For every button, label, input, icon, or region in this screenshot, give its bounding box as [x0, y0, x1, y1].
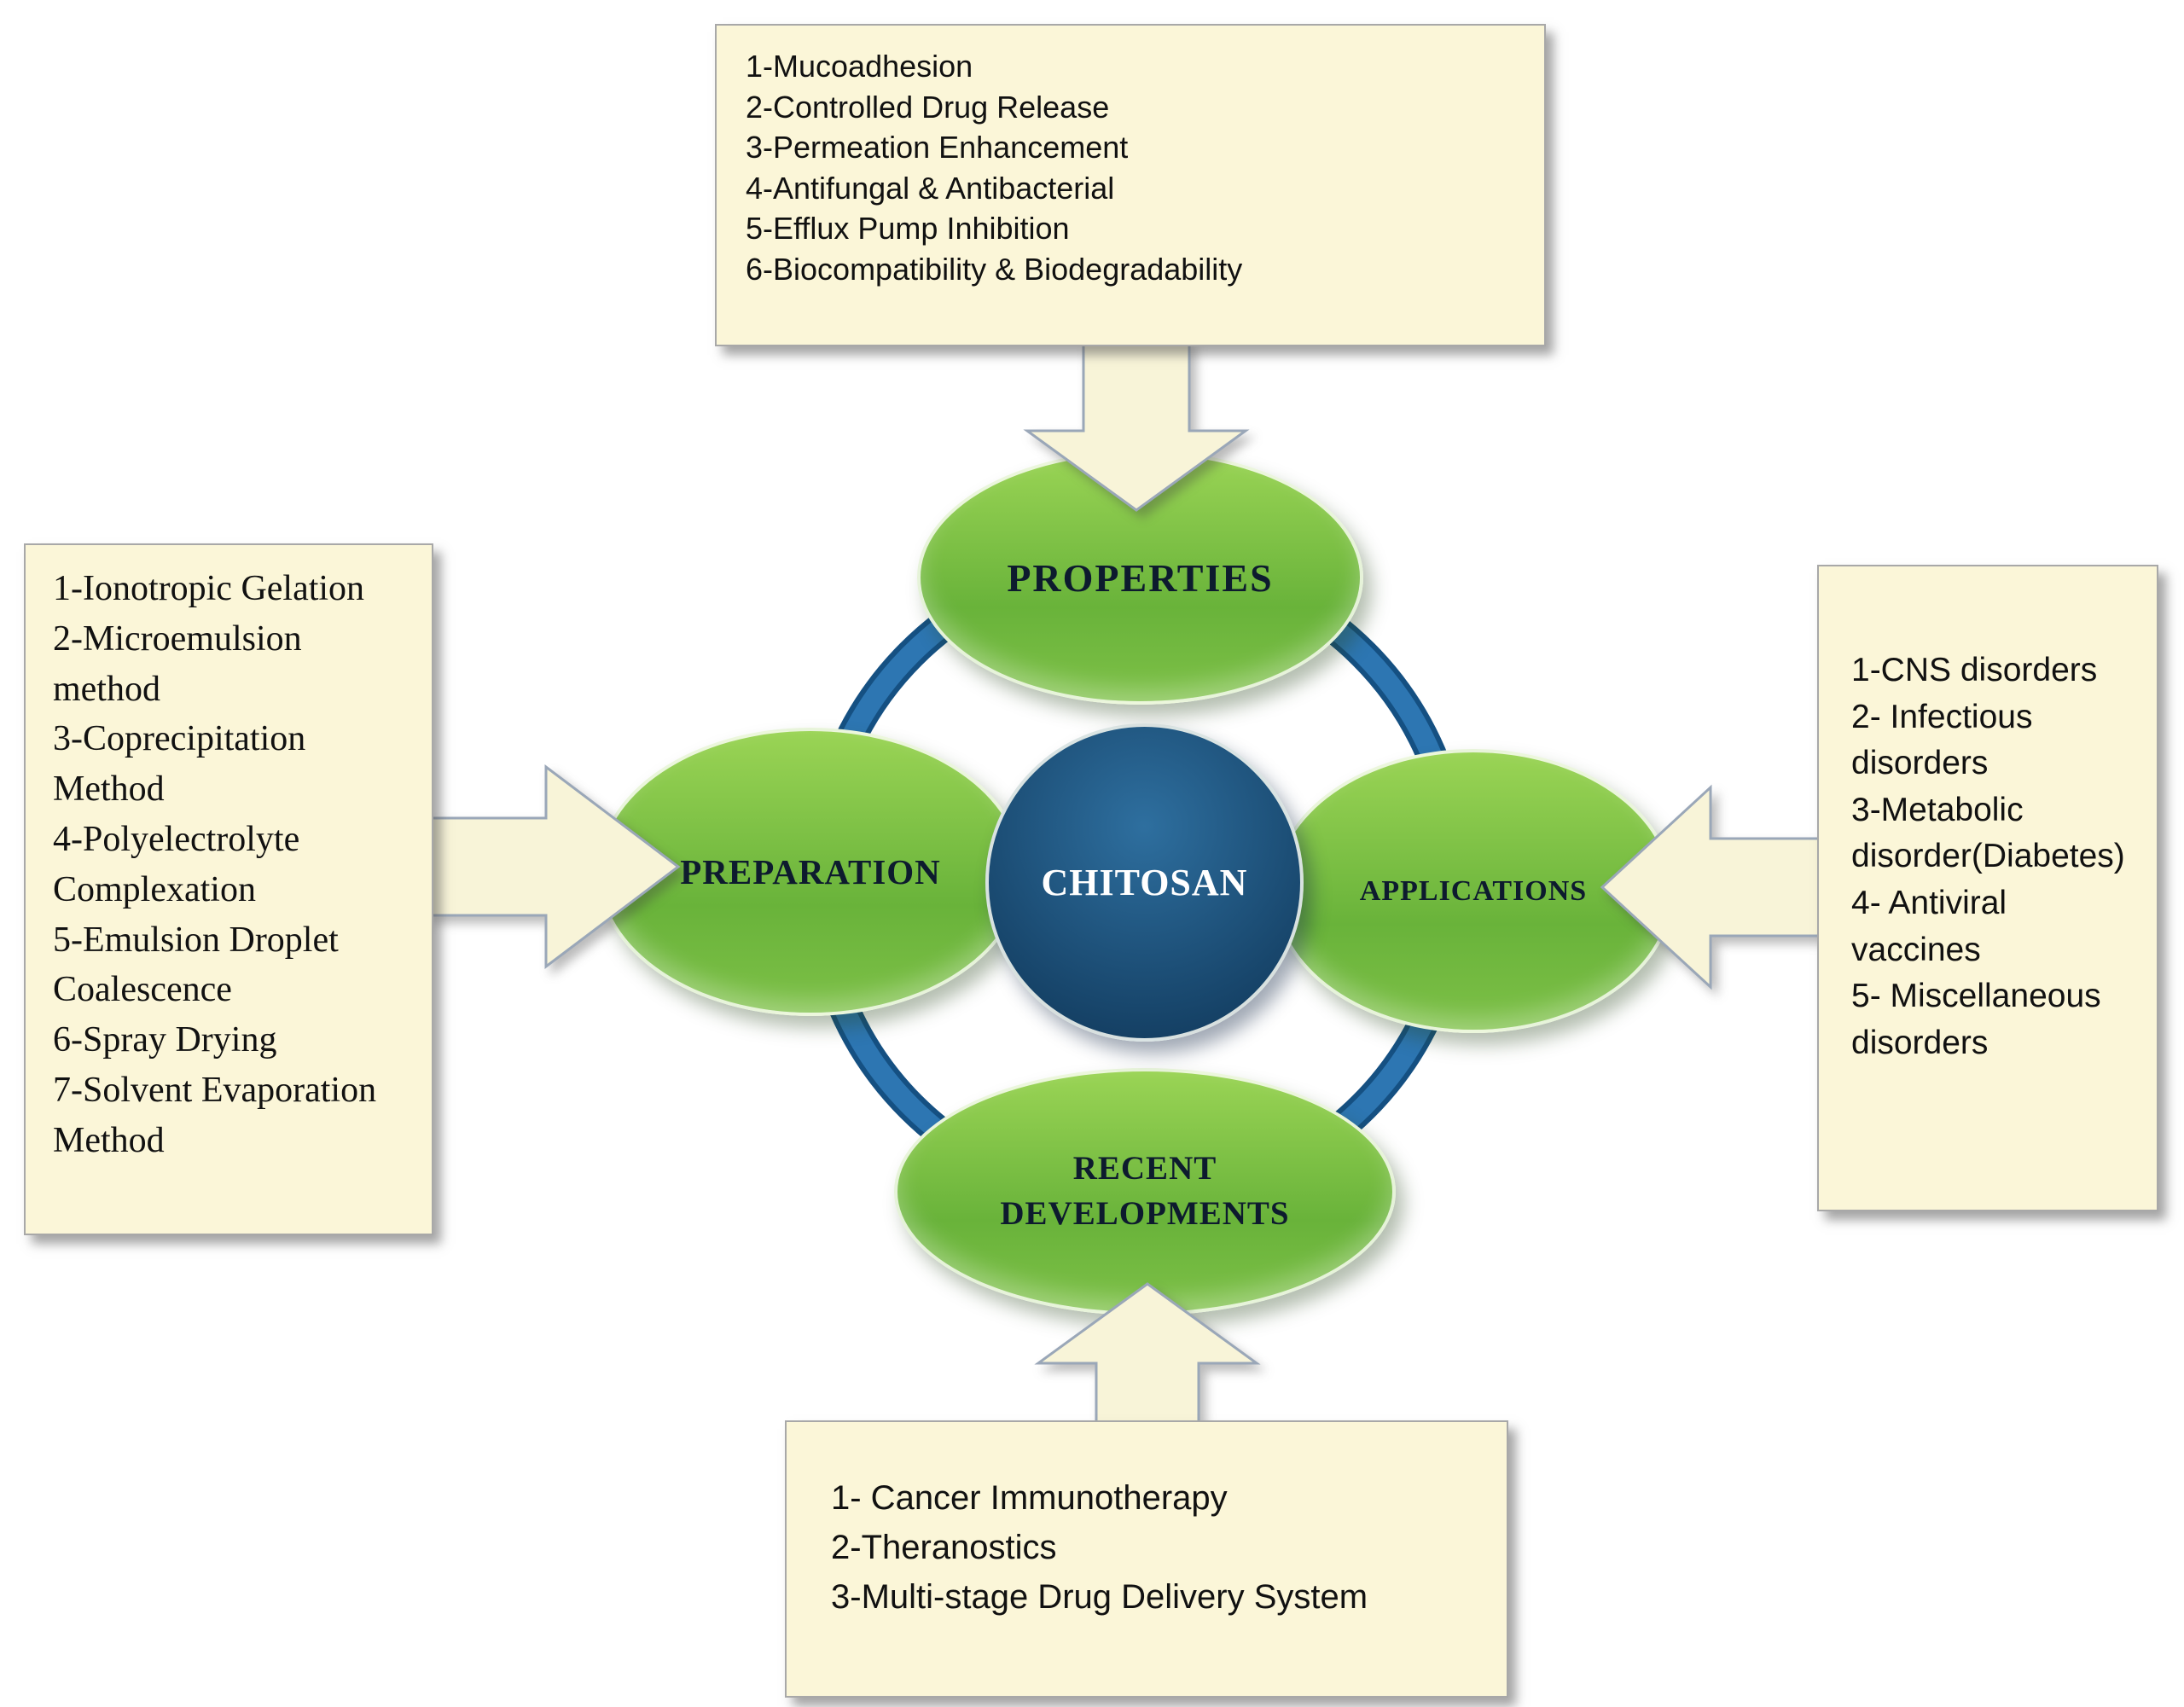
- center-node-label: CHITOSAN: [1041, 862, 1248, 903]
- properties-list-box: 1-Mucoadhesion 2-Controlled Drug Release…: [715, 24, 1546, 346]
- list-item: 5-Emulsion Droplet Coalescence: [53, 920, 339, 1010]
- node-preparation-label: PREPARATION: [680, 852, 941, 891]
- list-item: 3-Coprecipitation Method: [53, 719, 306, 810]
- list-item: 1-Mucoadhesion: [746, 49, 973, 84]
- list-item: 6-Spray Drying: [53, 1020, 277, 1060]
- list-item: 1-Ionotropic Gelation: [53, 569, 365, 608]
- preparation-list-box: 1-Ionotropic Gelation 2-Microemulsion me…: [24, 543, 433, 1235]
- node-recent-developments: RECENT DEVELOPMENTS: [894, 1068, 1396, 1315]
- node-applications: APPLICATIONS: [1273, 749, 1674, 1033]
- list-item: 3-Permeation Enhancement: [746, 130, 1129, 165]
- list-item: 3-Metabolic disorder(Diabetes): [1851, 791, 2125, 875]
- node-properties: PROPERTIES: [917, 450, 1363, 705]
- list-item: 6-Biocompatibility & Biodegradability: [746, 251, 1243, 287]
- list-item: 4-Polyelectrolyte Complexation: [53, 819, 300, 909]
- list-item: 2-Microemulsion method: [53, 618, 302, 709]
- list-item: 5- Miscellaneous disorders: [1851, 978, 2101, 1061]
- node-recent-developments-label: RECENT DEVELOPMENTS: [1000, 1150, 1290, 1232]
- list-item: 1-CNS disorders: [1851, 652, 2098, 688]
- list-item: 3-Multi-stage Drug Delivery System: [831, 1578, 1368, 1616]
- node-applications-label: APPLICATIONS: [1359, 874, 1588, 907]
- list-item: 4-Antifungal & Antibacterial: [746, 170, 1115, 206]
- recent-developments-list-box: 1- Cancer Immunotherapy 2-Theranostics 3…: [785, 1420, 1508, 1698]
- applications-list-box: 1-CNS disorders 2- Infectious disorders …: [1817, 565, 2158, 1211]
- list-item: 2-Theranostics: [831, 1529, 1057, 1566]
- list-item: 1- Cancer Immunotherapy: [831, 1479, 1228, 1517]
- center-node-chitosan: CHITOSAN: [985, 723, 1304, 1042]
- node-preparation: PREPARATION: [597, 728, 1024, 1016]
- list-item: 2-Controlled Drug Release: [746, 89, 1110, 125]
- list-item: 5-Efflux Pump Inhibition: [746, 211, 1070, 247]
- node-properties-label: PROPERTIES: [1007, 555, 1274, 600]
- list-item: 7-Solvent Evaporation Method: [53, 1070, 377, 1160]
- list-item: 4- Antiviral vaccines: [1851, 884, 2007, 968]
- list-item: 2- Infectious disorders: [1851, 698, 2033, 782]
